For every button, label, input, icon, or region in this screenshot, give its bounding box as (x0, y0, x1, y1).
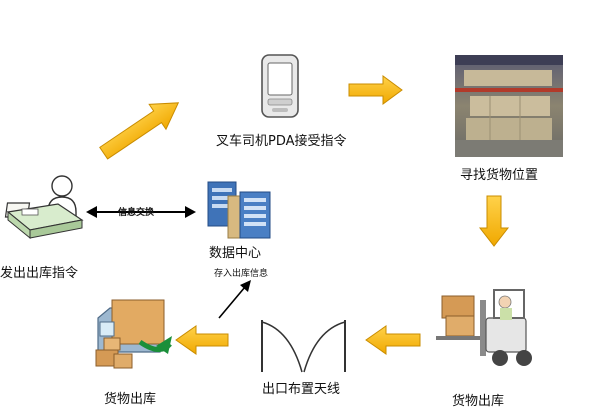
arrow-pda-to-warehouse (348, 75, 403, 105)
diagram-canvas: 发出出库指令 叉车司机PDA接受指令 寻找货物位置 数据中心 存入出库信息 信息… (0, 54, 563, 409)
warehouse-photo (455, 55, 563, 157)
arrow-warehouse-to-forklift (478, 195, 510, 247)
label-warehouse: 寻找货物位置 (460, 168, 539, 183)
forklift-icon (436, 289, 532, 366)
label-datacenter: 数据中心 (209, 246, 262, 261)
arrow-store-info (218, 280, 251, 319)
arrow-operator-to-pda (99, 102, 180, 160)
server-rack-icon (207, 181, 271, 239)
label-pda: 叉车司机PDA接受指令 (216, 134, 347, 149)
label-antenna: 出口布置天线 (262, 382, 341, 397)
arrow-info-exchange (86, 206, 196, 218)
label-operator: 发出出库指令 (0, 266, 79, 281)
label-truck: 货物出库 (104, 392, 157, 407)
operator-figure-icon (4, 175, 84, 240)
antenna-gate-icon (261, 320, 346, 373)
pda-device-icon (261, 54, 299, 118)
label-info-exchange: 信息交换 (118, 208, 155, 218)
diagram-graphics (4, 54, 563, 373)
arrow-antenna-to-truck (175, 325, 229, 355)
arrow-forklift-to-antenna (365, 325, 421, 355)
label-store-info: 存入出库信息 (214, 269, 269, 279)
delivery-truck-icon (95, 299, 172, 369)
